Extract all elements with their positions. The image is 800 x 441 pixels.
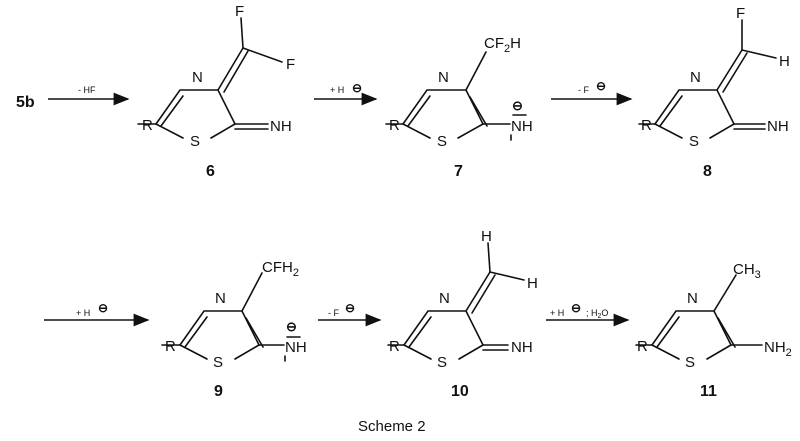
imine-nh: NH [270,118,292,135]
reagent-2: + H [330,85,344,95]
atom-n: N [439,290,450,307]
reagent-5: - F [328,308,339,318]
compound-9: N S R CFH2 NH ⊖ 9 [161,259,307,400]
imine-nh: NH [511,339,533,356]
cfh2-group: CFH2 [262,259,299,279]
reaction-arrow-3: - F ⊖ [551,79,633,106]
reagent-6: + H [550,308,564,318]
compound-11: N S R CH3 NH2 11 [635,261,792,400]
reagent-4: + H [76,308,90,318]
compound-number-8: 8 [703,163,712,180]
reaction-arrow-6: + H ⊖ ; H2O [546,301,630,327]
atom-n: N [690,69,701,86]
atom-s: S [437,133,447,150]
atom-r: R [389,338,400,355]
compound-7: N S R CF2H NH ⊖ 7 [385,35,533,180]
compound-number-11: 11 [700,383,717,400]
reaction-arrow-1: - HF [48,85,130,106]
reaction-arrow-2: + H ⊖ [314,81,378,106]
atom-f: F [235,3,244,20]
atom-n: N [215,290,226,307]
atom-h: H [481,228,492,245]
hydride-charge: ⊖ [571,301,581,315]
compound-number-6: 6 [206,163,215,180]
fluoride-charge: ⊖ [345,301,355,315]
compound-number-9: 9 [214,383,223,400]
atom-h: H [527,275,538,292]
compound-10: N S R H H NH 10 [387,228,538,400]
reagent-1: - HF [78,85,96,95]
atom-s: S [689,133,699,150]
anion-charge: ⊖ [512,98,523,113]
atom-n: N [438,69,449,86]
imine-nh: NH [767,118,789,135]
compound-8: N S R F H NH 8 [638,5,790,180]
scheme-caption: Scheme 2 [358,418,426,435]
reaction-arrow-4: + H ⊖ [44,301,150,327]
hydride-charge: ⊖ [352,81,362,95]
atom-s: S [437,354,447,371]
fluoride-charge: ⊖ [596,79,606,93]
atom-n: N [687,290,698,307]
compound-number-7: 7 [454,163,463,180]
nh2-group: NH2 [764,339,792,359]
amide-nh: NH [285,339,307,356]
atom-r: R [142,117,153,134]
atom-f: F [286,56,295,73]
anion-charge: ⊖ [286,319,297,334]
atom-r: R [641,117,652,134]
atom-s: S [190,133,200,150]
compound-number-10: 10 [451,383,469,400]
reagent-3: - F [578,85,589,95]
atom-r: R [637,338,648,355]
start-compound-label: 5b [16,94,35,111]
amide-nh: NH [511,118,533,135]
atom-r: R [165,338,176,355]
reagent-6-water: ; H2O [586,308,608,320]
atom-s: S [685,354,695,371]
ch3-group: CH3 [733,261,761,281]
reaction-arrow-5: - F ⊖ [318,301,382,327]
cf2h-group: CF2H [484,35,521,55]
atom-f: F [736,5,745,22]
atom-s: S [213,354,223,371]
compound-6: N S R F F NH 6 [137,3,295,180]
hydride-charge: ⊖ [98,301,108,315]
atom-r: R [389,117,400,134]
atom-h: H [779,53,790,70]
atom-n: N [192,69,203,86]
